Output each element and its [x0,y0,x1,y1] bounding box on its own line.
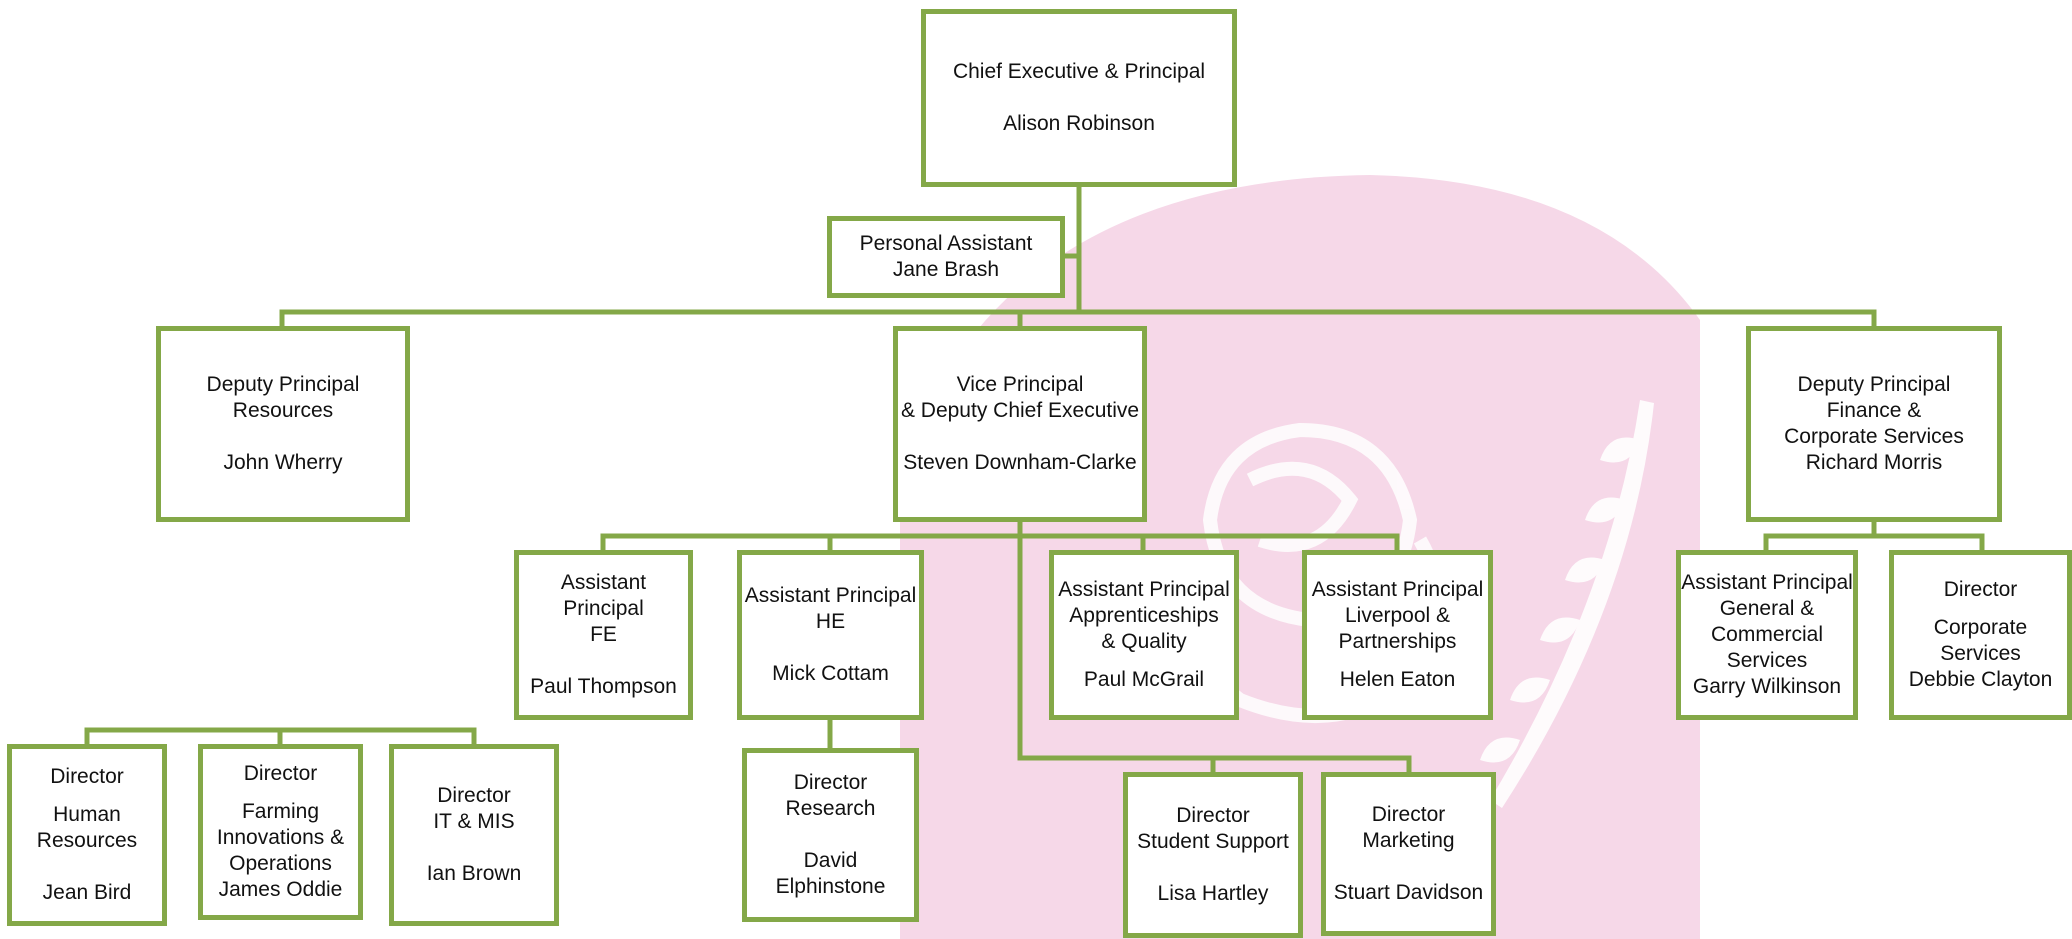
node-title: Director [437,784,511,807]
node-title: Deputy Principal [206,373,360,396]
wheat-leaves-icon [1480,400,1654,808]
node-person-name: Paul Thompson [530,675,677,698]
node-deputy-principal-resources: Deputy Principal Resources John Wherry [156,326,410,522]
node-person-name: Elphinstone [775,875,886,898]
node-title: Operations [229,852,332,875]
node-person-name: Mick Cottam [772,662,889,685]
node-director-it: Director IT & MIS Ian Brown [389,744,559,926]
node-person-name: Garry Wilkinson [1692,675,1842,698]
node-person-name: Jean Bird [42,881,132,904]
node-person-name: Debbie Clayton [1908,668,2053,691]
node-title: FE [590,623,617,646]
node-title: Assistant Principal [744,584,917,607]
node-assistant-principal-apprenticeships: Assistant Principal Apprenticeships & Qu… [1049,550,1239,720]
node-person-name: Alison Robinson [1003,112,1155,135]
node-title: Director [1943,578,2018,601]
node-assistant-principal-he: Assistant Principal HE Mick Cottam [737,550,924,720]
node-title: Services [1726,649,1808,672]
node-person-name: David [803,849,858,872]
node-title: Services [1940,642,2021,665]
node-title: Assistant Principal [1311,578,1484,601]
node-person-name: Helen Eaton [1339,668,1456,691]
node-title: Director [1176,804,1250,827]
node-title: Finance & [1826,399,1922,422]
node-person-name: James Oddie [218,878,343,901]
node-title: HE [815,610,846,633]
node-director-student-support: Director Student Support Lisa Hartley [1123,772,1303,938]
node-title: Director [793,771,868,794]
node-title: Apprenticeships [1069,604,1219,627]
node-person-name: Steven Downham-Clarke [903,451,1137,474]
node-title: Assistant [560,571,647,594]
node-person-name: Ian Brown [426,862,522,885]
node-title: Assistant Principal [1681,571,1853,594]
node-director-marketing: Director Marketing Stuart Davidson [1321,772,1496,936]
node-title: Director [1371,803,1446,826]
node-person-name: Richard Morris [1805,451,1943,474]
node-director-corporate-services: Director Corporate Services Debbie Clayt… [1889,550,2072,720]
node-title: Innovations & [216,826,345,849]
node-title: Resources [232,399,334,422]
node-director-human-resources: Director Human Resources Jean Bird [7,744,167,926]
node-title: Assistant Principal [1058,578,1230,601]
node-title: Director [50,765,124,788]
node-title: Principal [563,597,644,620]
node-chief-executive: Chief Executive & Principal Alison Robin… [921,9,1237,187]
node-person-name: John Wherry [223,451,343,474]
node-person-name: Paul McGrail [1083,668,1205,691]
node-title: Corporate [1933,616,2028,639]
node-title: Deputy Principal [1797,373,1951,396]
node-title: Farming [241,800,320,823]
node-person-name: Stuart Davidson [1333,881,1484,904]
node-title: Commercial [1710,623,1823,646]
node-title: Corporate Services [1784,425,1964,448]
node-director-research: Director Research David Elphinstone [742,748,919,922]
node-title: & Deputy Chief Executive [900,399,1140,422]
node-vice-principal: Vice Principal & Deputy Chief Executive … [893,326,1147,522]
node-deputy-principal-finance: Deputy Principal Finance & Corporate Ser… [1746,326,2002,522]
node-title: Human [53,803,121,826]
node-title: General & [1719,597,1815,620]
node-title: Personal Assistant [859,232,1033,255]
node-title: Chief Executive & Principal [952,60,1206,83]
node-title: Resources [36,829,138,852]
node-title: Research [785,797,876,820]
node-title: IT & MIS [433,810,515,833]
node-title: Marketing [1362,829,1455,852]
node-title: Partnerships [1338,630,1457,653]
node-director-farming: Director Farming Innovations & Operation… [198,744,363,920]
node-person-name: Lisa Hartley [1157,882,1269,905]
node-title: Student Support [1137,830,1289,853]
node-title: Vice Principal [956,373,1084,396]
node-title: & Quality [1101,630,1187,653]
node-assistant-principal-liverpool: Assistant Principal Liverpool & Partners… [1302,550,1493,720]
node-assistant-principal-general: Assistant Principal General & Commercial… [1676,550,1858,720]
node-assistant-principal-fe: Assistant Principal FE Paul Thompson [514,550,693,720]
node-title: Liverpool & [1344,604,1451,627]
node-personal-assistant: Personal Assistant Jane Brash [827,216,1065,298]
node-title: Director [243,762,318,785]
node-person-name: Jane Brash [892,258,1000,281]
